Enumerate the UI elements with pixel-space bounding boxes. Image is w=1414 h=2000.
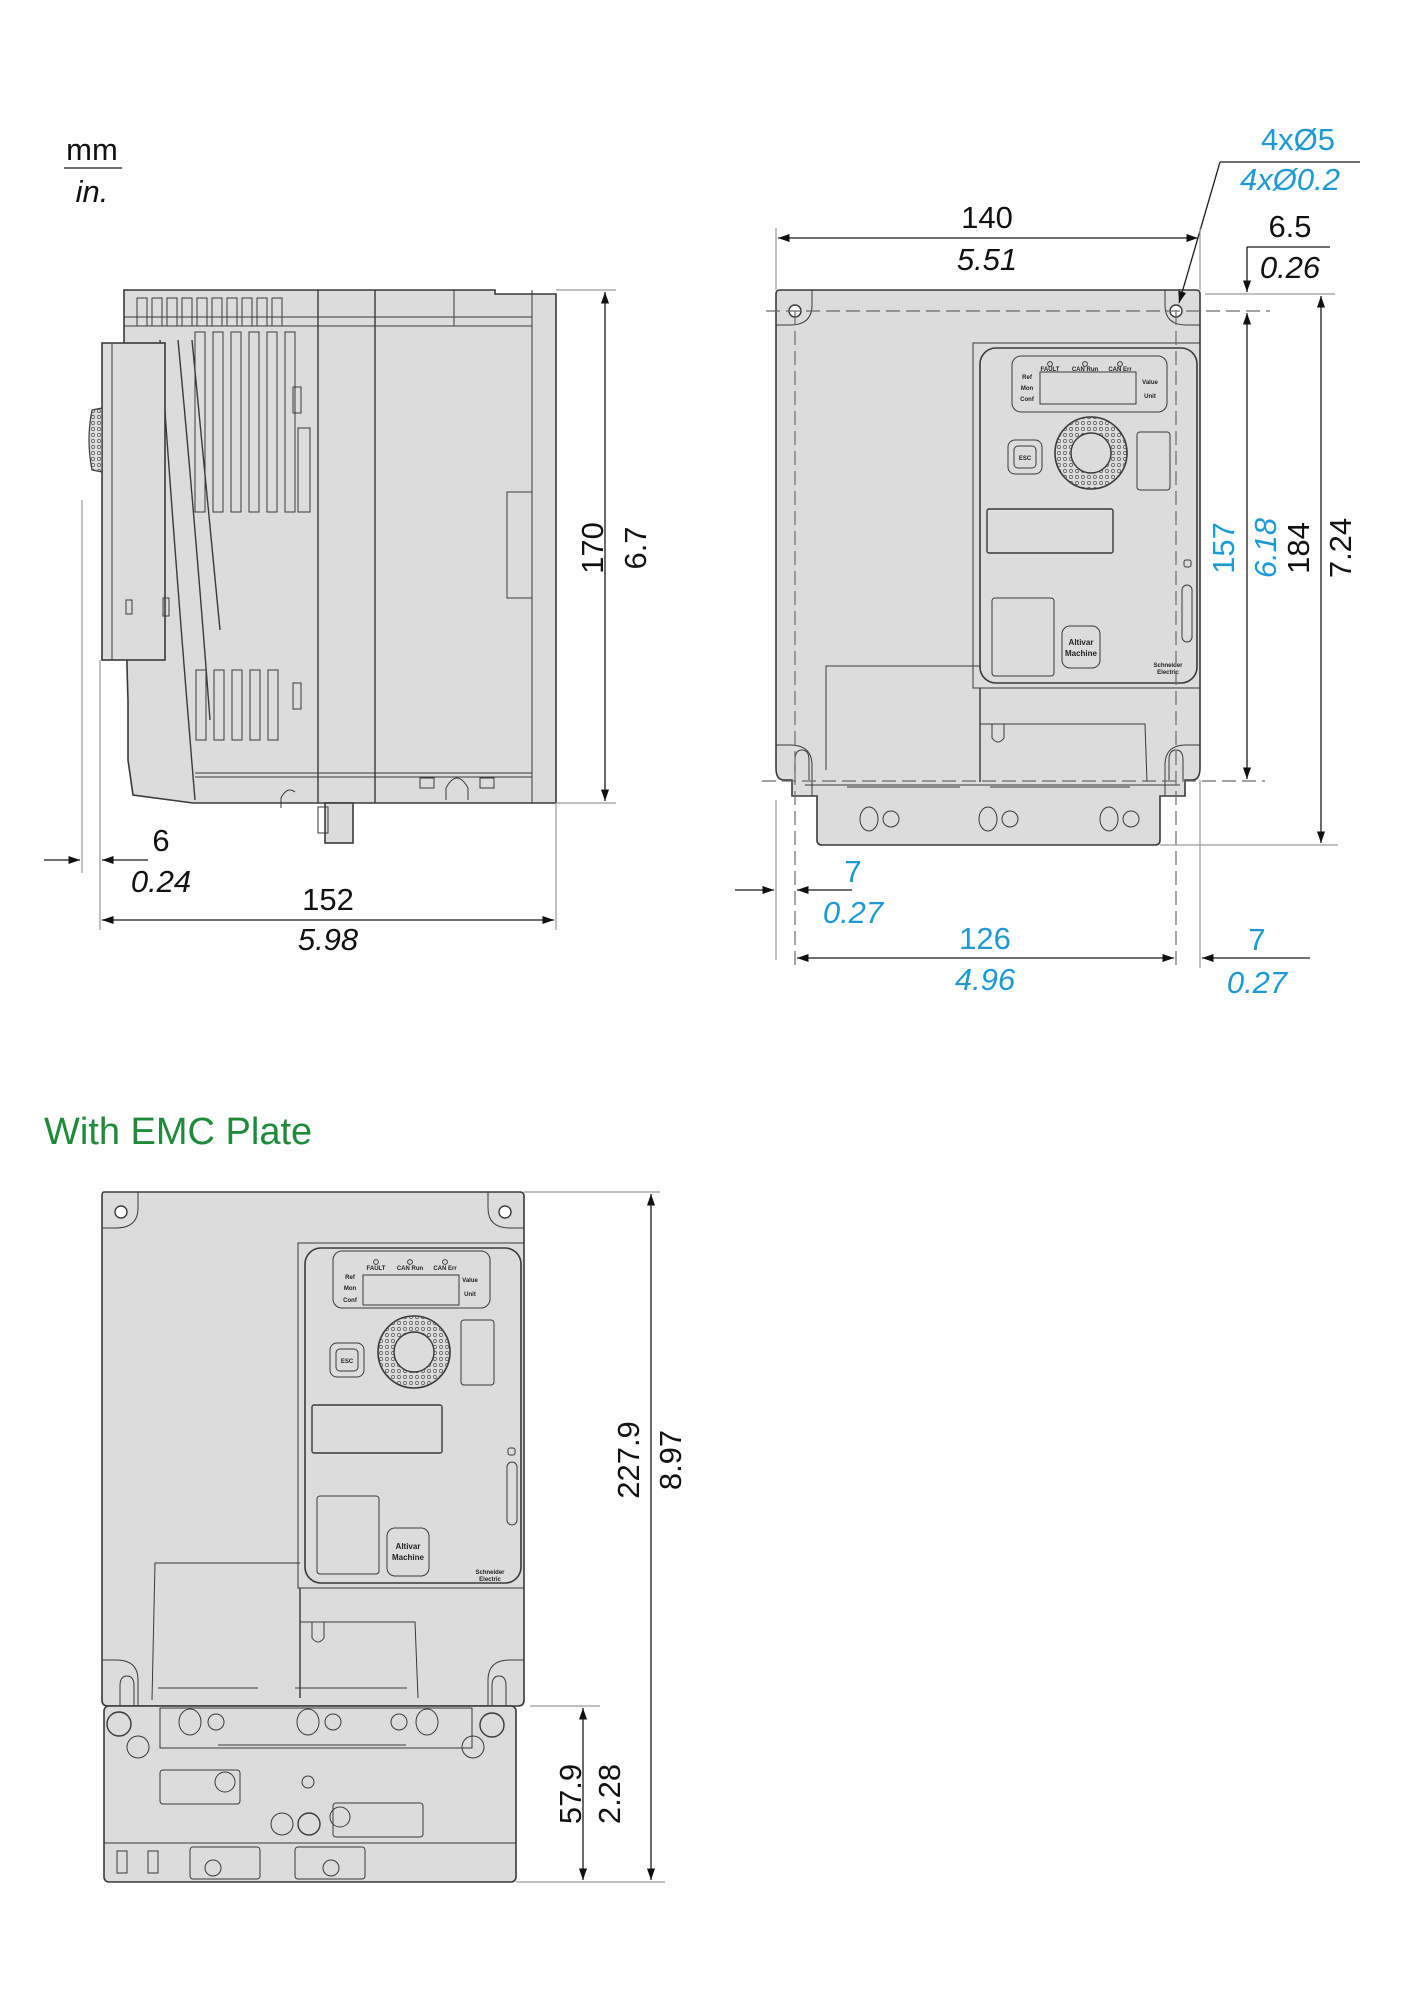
emc-led-fault: FAULT xyxy=(367,1266,386,1272)
emc-esc-label: ESC xyxy=(341,1359,354,1365)
emc-total-height-in: 8.97 xyxy=(653,1430,688,1490)
label-unit: Unit xyxy=(1144,394,1156,400)
right-margin-mm: 7 xyxy=(1248,922,1265,957)
mode-mon: Mon xyxy=(1021,386,1034,392)
keypad-display xyxy=(1039,371,1137,405)
emc-hole-tl xyxy=(114,1205,128,1219)
emc-led-can-run: CAN Run xyxy=(397,1266,424,1272)
front-height-mm: 184 xyxy=(1281,522,1316,574)
front-width-in: 5.51 xyxy=(957,242,1017,277)
emc-total-height-mm: 227.9 xyxy=(611,1421,646,1499)
emc-badge-line2: Machine xyxy=(392,1553,425,1562)
hole-pitch-v-in: 6.18 xyxy=(1248,517,1283,578)
brand-line1: Schneider xyxy=(1153,663,1183,669)
emc-plate-height-in: 2.28 xyxy=(592,1764,627,1824)
emc-mode-ref: Ref xyxy=(345,1275,356,1281)
label-value: Value xyxy=(1142,380,1158,386)
led-can-err: CAN Err xyxy=(1108,367,1132,373)
emc-mode-mon: Mon xyxy=(344,1286,357,1292)
emc-label-unit: Unit xyxy=(464,1292,476,1298)
hole-pitch-v-mm: 157 xyxy=(1206,522,1241,574)
keypad-panel xyxy=(979,347,1198,684)
led-can-run: CAN Run xyxy=(1072,367,1099,373)
units-legend: mm in. xyxy=(64,132,122,209)
emc-badge-line1: Altivar xyxy=(396,1542,421,1551)
esc-button xyxy=(1007,439,1043,475)
mode-ref: Ref xyxy=(1022,375,1033,381)
emc-plate-screws xyxy=(106,1708,505,1836)
port-cover xyxy=(1136,431,1171,491)
side-offset-mm: 6 xyxy=(152,823,169,858)
emc-brand-line2: Electric xyxy=(479,1577,501,1583)
left-margin-in: 0.27 xyxy=(823,895,885,930)
emc-lock-slider xyxy=(506,1461,518,1526)
left-margin-mm: 7 xyxy=(844,854,861,889)
top-offset-in: 0.26 xyxy=(1260,250,1321,285)
label-window xyxy=(986,508,1114,554)
front-view: FAULT CAN Run CAN Err Ref Mon Conf Value… xyxy=(735,122,1360,1000)
hole-spec-mm: 4xØ5 xyxy=(1261,122,1335,157)
emc-plate-height-mm: 57.9 xyxy=(553,1764,588,1824)
emc-label-value: Value xyxy=(462,1278,478,1284)
keypad-display-bezel xyxy=(1011,355,1168,413)
front-width-mm: 140 xyxy=(961,200,1013,235)
side-depth-mm: 152 xyxy=(302,882,354,917)
emc-esc-button xyxy=(329,1342,365,1378)
lock-slider xyxy=(1181,584,1193,643)
emc-hole-tr xyxy=(498,1205,512,1219)
side-height-in: 6.7 xyxy=(618,526,653,569)
led-fault: FAULT xyxy=(1041,367,1060,373)
lock-icon xyxy=(1183,559,1192,568)
brand-line2: Electric xyxy=(1157,670,1179,676)
side-height-mm: 170 xyxy=(575,522,610,574)
esc-label: ESC xyxy=(1019,456,1032,462)
front-height-in: 7.24 xyxy=(1323,518,1358,578)
side-depth-in: 5.98 xyxy=(298,922,359,957)
emc-mode-conf: Conf xyxy=(343,1298,358,1304)
hole-pitch-h-mm: 126 xyxy=(959,921,1011,956)
side-view: 170 6.7 6 0.24 152 5.98 xyxy=(44,289,653,957)
mode-conf: Conf xyxy=(1020,397,1035,403)
emc-clamp-left xyxy=(159,1769,241,1805)
hole-pitch-h-in: 4.96 xyxy=(955,962,1016,997)
side-label-slot xyxy=(506,491,533,599)
mount-slot-br xyxy=(1168,749,1184,780)
top-offset-mm: 6.5 xyxy=(1268,209,1311,244)
emc-title: With EMC Plate xyxy=(44,1111,312,1153)
side-knob xyxy=(88,407,103,473)
badge-line1: Altivar xyxy=(1069,638,1094,647)
right-margin-in: 0.27 xyxy=(1227,965,1289,1000)
unit-in: in. xyxy=(76,174,109,209)
emc-brand-line1: Schneider xyxy=(475,1570,505,1576)
top-vents xyxy=(136,297,283,327)
side-keypad-cover xyxy=(101,342,166,661)
emc-led-can-err: CAN Err xyxy=(433,1266,457,1272)
product-badge xyxy=(1061,625,1101,669)
emc-label-window xyxy=(311,1404,443,1454)
emc-product-badge xyxy=(386,1527,430,1577)
emc-clamp-right xyxy=(332,1802,424,1838)
side-din-clip xyxy=(324,802,354,844)
emc-keypad-panel xyxy=(304,1247,522,1584)
emc-section: With EMC Plate FAULT CAN Run CAN Err Ref… xyxy=(44,1111,688,1883)
badge-line2: Machine xyxy=(1065,649,1098,658)
side-offset-in: 0.24 xyxy=(131,864,191,899)
side-vents xyxy=(194,331,311,741)
emc-plate xyxy=(103,1705,517,1883)
terminal-screws xyxy=(859,806,1140,832)
unit-mm: mm xyxy=(66,132,118,167)
hole-spec-in: 4xØ0.2 xyxy=(1240,162,1340,197)
